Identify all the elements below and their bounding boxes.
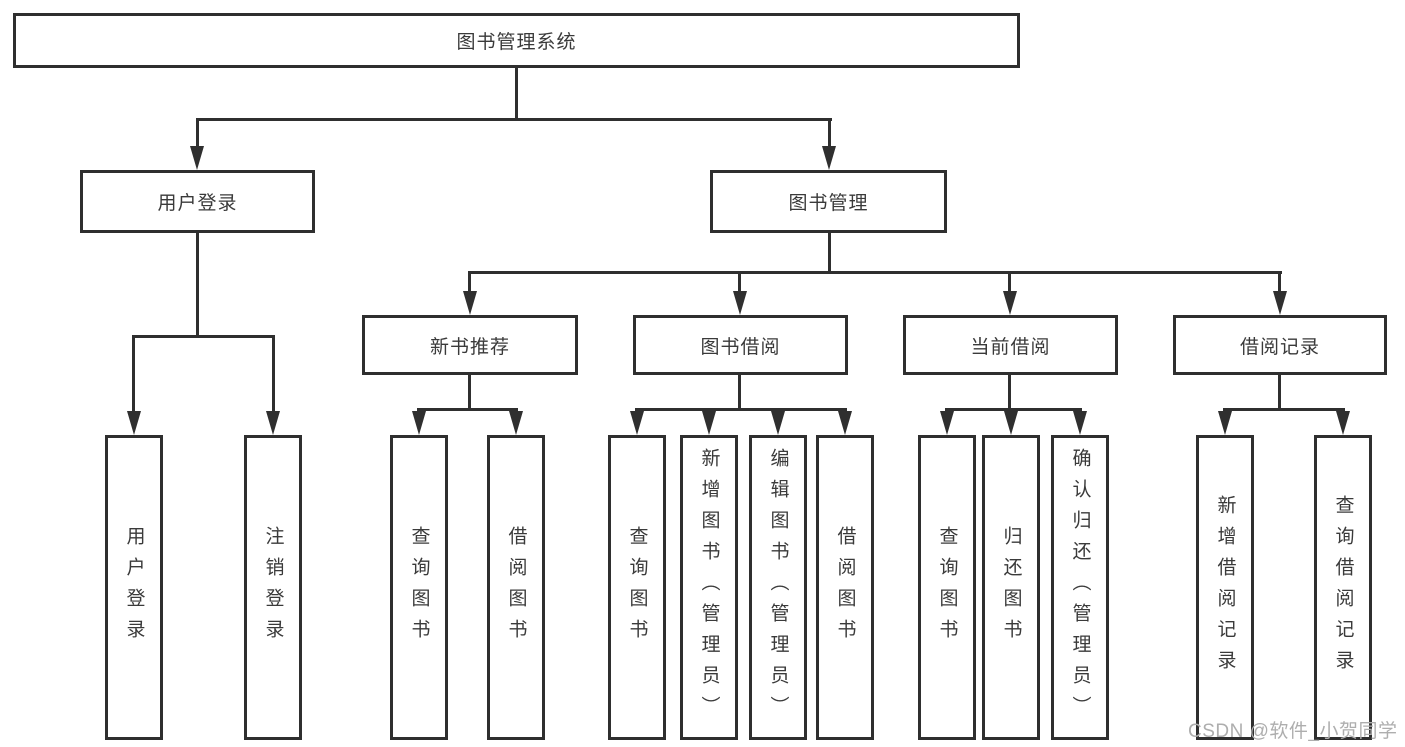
connector-line [738,375,741,408]
arrow-down-icon [1336,411,1350,435]
leaf-query-books-recommend: 查询图书 [390,435,448,740]
leaf-query-books-borrow: 查询图书 [608,435,666,740]
arrow-down-icon [463,291,477,315]
leaf-query-borrow-record: 查询借阅记录 [1314,435,1372,740]
leaf-user-login: 用户登录 [105,435,163,740]
leaf-add-book-admin: 新增图书（管理员） [680,435,738,740]
arrow-down-icon [509,411,523,435]
connector-line [272,335,275,411]
leaf-add-borrow-record: 新增借阅记录 [1196,435,1254,740]
arrow-down-icon [127,411,141,435]
arrow-down-icon [771,411,785,435]
leaf-edit-book-admin: 编辑图书（管理员） [749,435,807,740]
connector-line [196,233,199,335]
leaf-borrow-books-recommend: 借阅图书 [487,435,545,740]
connector-line [468,375,471,408]
connector-line [1223,408,1345,411]
leaf-query-books-current: 查询图书 [918,435,976,740]
arrow-down-icon [702,411,716,435]
connector-line [417,408,518,411]
connector-line [515,68,518,118]
connector-line [196,118,199,146]
arrow-down-icon [630,411,644,435]
connector-line [1008,271,1011,291]
connector-line [468,271,1282,274]
arrow-down-icon [1004,411,1018,435]
arrow-down-icon [1003,291,1017,315]
leaf-borrow-books: 借阅图书 [816,435,874,740]
arrow-down-icon [1273,291,1287,315]
connector-line [828,118,831,146]
connector-line [1008,375,1011,408]
arrow-down-icon [940,411,954,435]
connector-line [1278,271,1281,291]
leaf-return-books: 归还图书 [982,435,1040,740]
node-new-book-recommendation: 新书推荐 [362,315,578,375]
arrow-down-icon [838,411,852,435]
node-book-management: 图书管理 [710,170,947,233]
connector-line [945,408,1082,411]
arrow-down-icon [412,411,426,435]
arrow-down-icon [190,146,204,170]
connector-line [196,118,832,121]
arrow-down-icon [1073,411,1087,435]
leaf-logout: 注销登录 [244,435,302,740]
arrow-down-icon [266,411,280,435]
node-root-library-management-system: 图书管理系统 [13,13,1020,68]
connector-line [468,271,471,291]
csdn-watermark: CSDN @软件_小贺同学 [1188,721,1398,742]
connector-line [132,335,275,338]
connector-line [635,408,847,411]
arrow-down-icon [1218,411,1232,435]
node-current-borrowing: 当前借阅 [903,315,1118,375]
node-user-login: 用户登录 [80,170,315,233]
connector-line [738,271,741,291]
connector-line [132,335,135,411]
node-book-borrowing: 图书借阅 [633,315,848,375]
connector-line [1278,375,1281,408]
arrow-down-icon [733,291,747,315]
node-borrowing-records: 借阅记录 [1173,315,1387,375]
arrow-down-icon [822,146,836,170]
connector-line [828,233,831,271]
leaf-confirm-return-admin: 确认归还（管理员） [1051,435,1109,740]
